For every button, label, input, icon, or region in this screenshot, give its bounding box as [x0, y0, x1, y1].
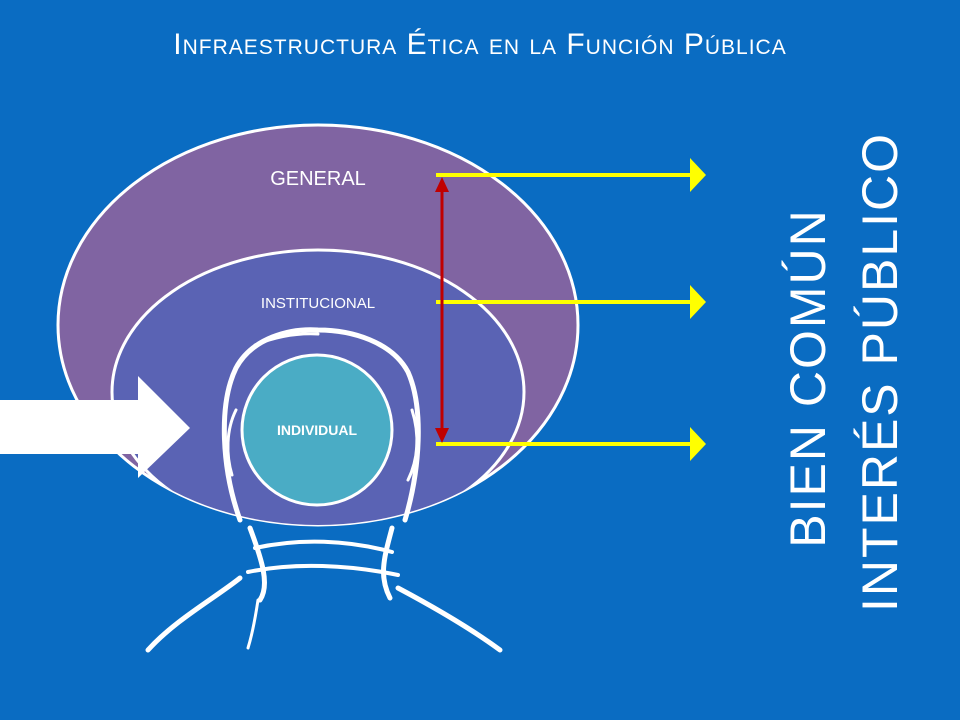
yellow-arrows — [436, 158, 706, 461]
slide-title: Infraestructura Ética en la Función Públ… — [173, 28, 787, 61]
institucional-outcome-arrowhead-icon — [690, 285, 706, 319]
input-arrow-icon — [0, 376, 190, 478]
outcome-bien-comun: BIEN COMÚN — [780, 208, 836, 548]
individual-level-circle — [240, 353, 394, 507]
red-double-arrow-icon — [435, 177, 449, 443]
individual-outcome-arrowhead-icon — [690, 427, 706, 461]
outcome-interes-publico: INTERÉS PÚBLICO — [852, 131, 908, 613]
general-label: GENERAL — [270, 168, 366, 190]
general-outcome-arrowhead-icon — [690, 158, 706, 192]
institucional-label: INSTITUCIONAL — [261, 295, 375, 312]
head-silhouette-icon — [145, 327, 503, 653]
individual-label: INDIVIDUAL — [277, 422, 358, 438]
